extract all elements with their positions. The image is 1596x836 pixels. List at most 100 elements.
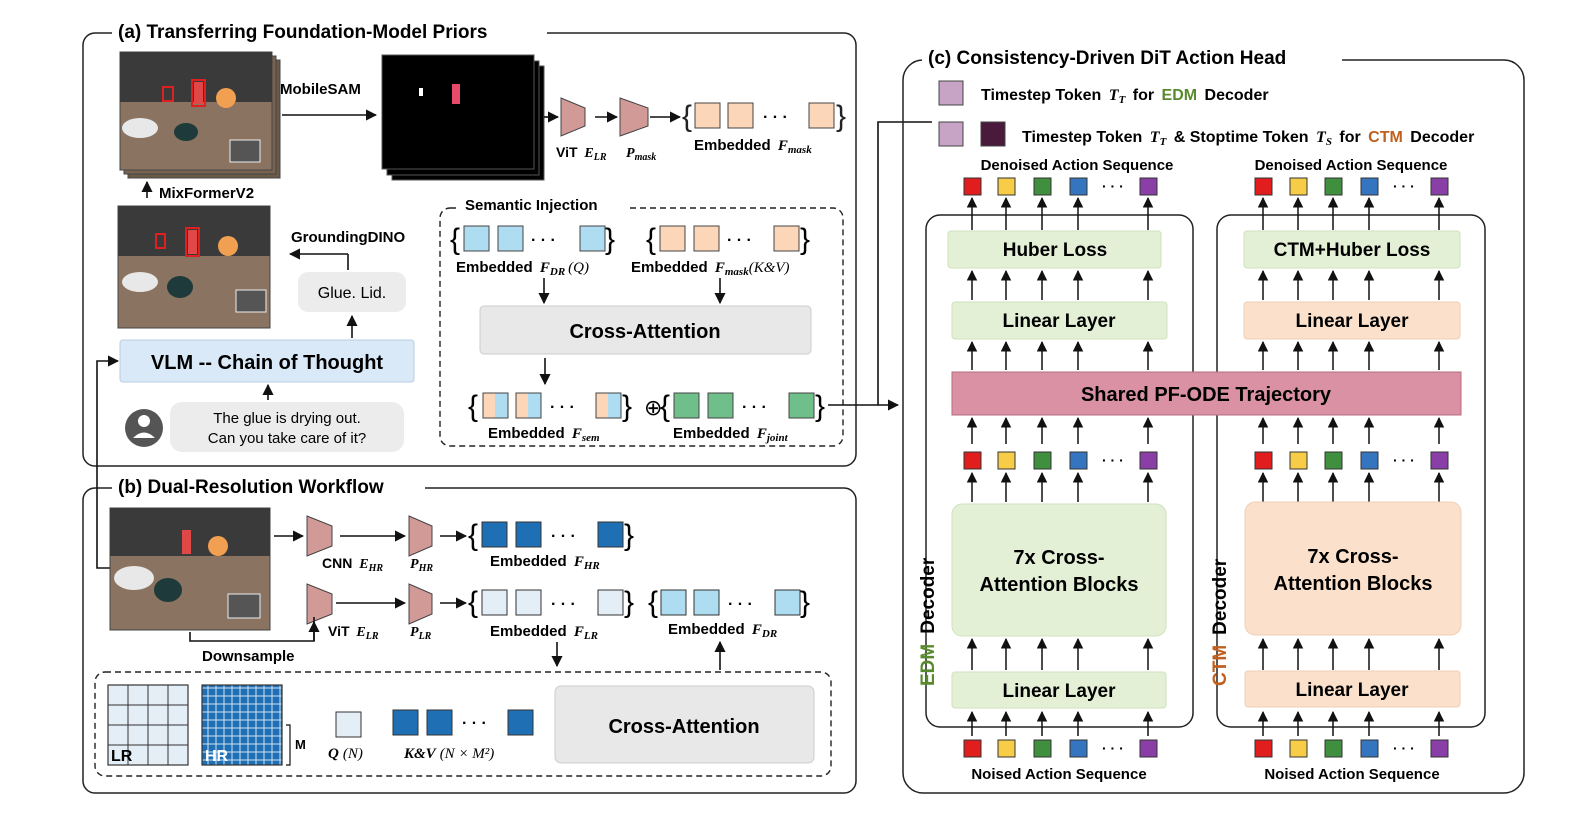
svg-text:{: {: [646, 223, 656, 256]
dual-cross-attention-box: [554, 685, 815, 764]
svg-text:{: {: [468, 390, 478, 423]
action-token: [1289, 451, 1308, 470]
q-token: [335, 711, 362, 738]
action-token: [1289, 177, 1308, 196]
action-token: [1324, 451, 1343, 470]
shared-pf-ode-text: Shared PF-ODE Trajectory: [1081, 384, 1332, 406]
action-token: [1360, 739, 1379, 758]
semantic-cross-attention-text: Cross-Attention: [569, 321, 720, 343]
linear-bot-left-text: Linear Layer: [1003, 681, 1117, 702]
linear-top-right-text: Linear Layer: [1296, 311, 1410, 332]
action-token: [997, 451, 1016, 470]
glue-lid-box: [298, 272, 406, 312]
pmask-projector-shape: [619, 97, 649, 137]
action-token: [1069, 739, 1088, 758]
plr-label: PLR: [410, 625, 432, 642]
semantic-cross-attention-box: [479, 305, 812, 355]
panel-c-title: (c) Consistency-Driven DiT Action Head: [928, 48, 1286, 69]
ctm-cross-attention-blocks: [1244, 501, 1462, 636]
legend-edm: Timestep Token TT for EDM Decoder: [981, 87, 1269, 107]
semantic-injection-title: Semantic Injection: [465, 197, 598, 214]
semantic-injection-box: [439, 207, 844, 447]
f-lr-tokens: { · · · }: [468, 586, 634, 619]
linear-top-left-text: Linear Layer: [1003, 311, 1117, 332]
stoptime-token-legend: [980, 121, 1006, 147]
linear-bot-right-box: [1244, 670, 1461, 708]
svg-text:{: {: [450, 223, 460, 256]
svg-text:}: }: [800, 586, 810, 619]
panel-c: (c) Consistency-Driven DiT Action Head T…: [902, 46, 1525, 794]
emb-fsem-label: Embedded Fsem: [488, 425, 600, 444]
ctm-decoder-frame: [1216, 214, 1486, 728]
edm-decoder-label: EDMDecoder: [918, 557, 939, 686]
svg-text:{: {: [468, 586, 478, 619]
action-token: [1254, 451, 1273, 470]
svg-text:· · ·: · · ·: [551, 596, 576, 613]
denoised-seq-right-label: Denoised Action Sequence: [1255, 157, 1448, 174]
user-prompt-bubble: [170, 402, 404, 452]
action-token: [963, 451, 982, 470]
noised-seq-left-label: Noised Action Sequence: [971, 766, 1146, 783]
cnn-ehr-label: CNN EHR: [322, 555, 383, 574]
sequence-token-rows: · · ·· · ·· · ·· · ·· · ·· · ·: [963, 177, 1449, 758]
lr-label: LR: [111, 748, 133, 765]
f-dr-tokens: { · · · }: [648, 586, 810, 619]
action-token: [1069, 177, 1088, 196]
action-token: [1430, 739, 1449, 758]
action-token: [963, 739, 982, 758]
emb-fjoint-label: Embedded Fjoint: [673, 425, 789, 444]
user-avatar-icon: [125, 409, 163, 447]
svg-text:{: {: [682, 100, 692, 133]
detection-image: [117, 205, 271, 329]
svg-text:{: {: [648, 586, 658, 619]
panel-b: (b) Dual-Resolution Workflow CNN EHR PHR…: [82, 355, 857, 794]
token-ellipsis: · · ·: [1393, 740, 1415, 756]
stack-arrows: [966, 196, 1445, 736]
f-dr-q-tokens: { · · · }: [450, 223, 615, 256]
oplus-symbol: ⊕: [644, 395, 662, 420]
action-token: [1069, 451, 1088, 470]
user-prompt-line2: Can you take care of it?: [208, 430, 366, 447]
action-token: [997, 739, 1016, 758]
action-token: [1139, 739, 1158, 758]
panel-a-title: (a) Transferring Foundation-Model Priors: [118, 22, 487, 43]
huber-loss-text: Huber Loss: [1003, 240, 1108, 261]
f-hr-tokens: { · · · }: [468, 519, 634, 552]
legend-ctm: Timestep Token TT & Stoptime Token TS fo…: [1022, 129, 1474, 149]
emb-fdr-q-label: Embedded FDR(Q): [456, 259, 589, 278]
vlm-text: VLM -- Chain of Thought: [151, 352, 383, 374]
emb-fhr-label: Embedded FHR: [490, 553, 600, 572]
linear-top-left-box: [951, 301, 1168, 340]
token-ellipsis: · · ·: [1393, 452, 1415, 468]
vit-lr-encoder-shape: [306, 583, 333, 625]
svg-text:· · ·: · · ·: [727, 232, 752, 249]
hr-grid: [201, 684, 283, 766]
svg-text:}: }: [622, 390, 632, 423]
hr-input-image: [109, 507, 271, 631]
ctm-blocks-line1: 7x Cross-: [1307, 546, 1398, 568]
action-token: [1324, 177, 1343, 196]
shared-pf-ode-box: [951, 371, 1462, 416]
linear-bot-left-box: [951, 671, 1167, 709]
action-token: [1289, 739, 1308, 758]
svg-text:· · ·: · · ·: [551, 528, 576, 545]
user-prompt-line1: The glue is drying out.: [213, 410, 361, 427]
action-token: [1033, 451, 1052, 470]
svg-text:}: }: [605, 223, 615, 256]
linear-bot-right-text: Linear Layer: [1296, 680, 1410, 701]
action-token: [1324, 739, 1343, 758]
f-mask-tokens: { · · · }: [682, 100, 846, 133]
glue-lid-text: Glue. Lid.: [318, 285, 386, 302]
ctm-decoder-label: CTMDecoder: [1210, 558, 1231, 686]
action-token: [1254, 739, 1273, 758]
edm-blocks-line1: 7x Cross-: [1013, 547, 1104, 569]
svg-text:· · ·: · · ·: [763, 109, 788, 126]
svg-text:}: }: [800, 223, 810, 256]
svg-text:}: }: [624, 586, 634, 619]
timestep-token-legend-2: [938, 121, 964, 147]
svg-text:{: {: [468, 519, 478, 552]
action-token: [1254, 177, 1273, 196]
svg-text:{: {: [660, 390, 670, 423]
svg-text:}: }: [815, 390, 825, 423]
token-ellipsis: · · ·: [1102, 178, 1124, 194]
